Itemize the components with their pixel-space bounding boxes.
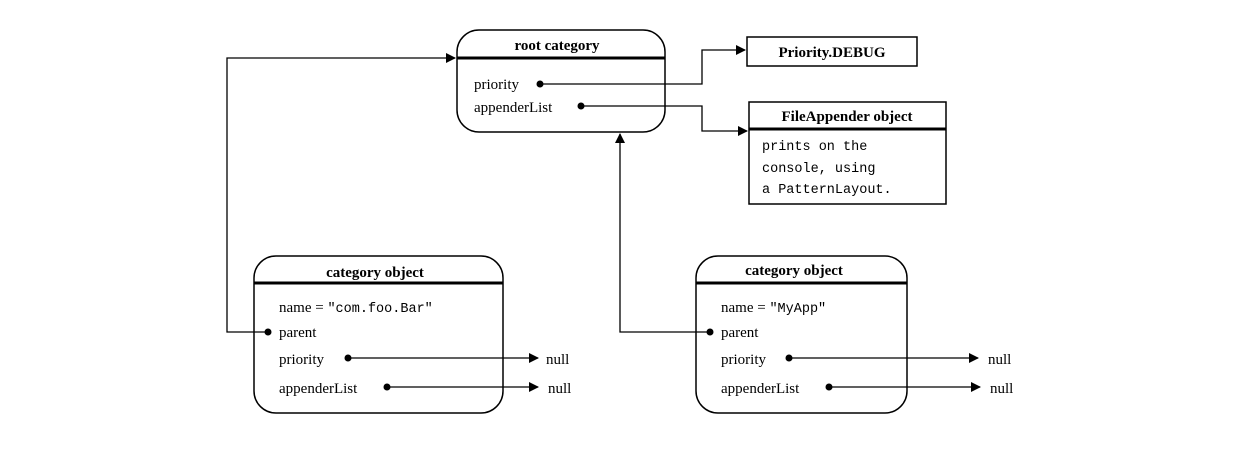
right-object-title: category object [745,263,843,279]
left-appenderlist-null: null [548,381,571,397]
left-name-value: "com.foo.Bar" [327,302,432,317]
left-parent-arrow [226,53,456,333]
left-priority-field: priority [279,352,324,368]
left-priority-null: null [546,352,569,368]
left-object-title: category object [326,265,424,281]
left-name-label: name = [279,300,327,316]
left-appenderlist-field: appenderList [279,381,358,397]
root-appenderlist-field: appenderList [474,100,553,116]
right-category-object: category object name = "MyApp" parent pr… [695,255,908,414]
priority-debug-label: Priority.DEBUG [778,45,885,61]
left-category-object: category object name = "com.foo.Bar" par… [253,255,504,414]
fileappender-line-2: console, using [762,162,875,177]
root-priority-field: priority [474,77,519,93]
right-parent-field: parent [721,325,759,341]
fileappender-line-1: prints on the [762,140,867,155]
right-parent-arrow [615,133,710,333]
right-name-value: "MyApp" [769,302,826,317]
root-category-title: root category [514,38,600,54]
fileappender-box: FileAppender object prints on the consol… [748,101,947,205]
right-priority-field: priority [721,352,766,368]
right-appenderlist-field: appenderList [721,381,800,397]
root-appender-arrow [581,105,748,136]
right-name-label: name = [721,300,769,316]
fileappender-line-3: a PatternLayout. [762,183,892,198]
right-appenderlist-null: null [990,381,1013,397]
right-name-field: name = "MyApp" [721,300,826,317]
root-category-box: root category priority appenderList [456,29,666,133]
root-priority-arrow [540,45,746,85]
priority-debug-box: Priority.DEBUG [746,36,918,67]
fileappender-title: FileAppender object [782,109,913,125]
left-parent-field: parent [279,325,317,341]
left-name-field: name = "com.foo.Bar" [279,300,433,317]
right-priority-null: null [988,352,1011,368]
